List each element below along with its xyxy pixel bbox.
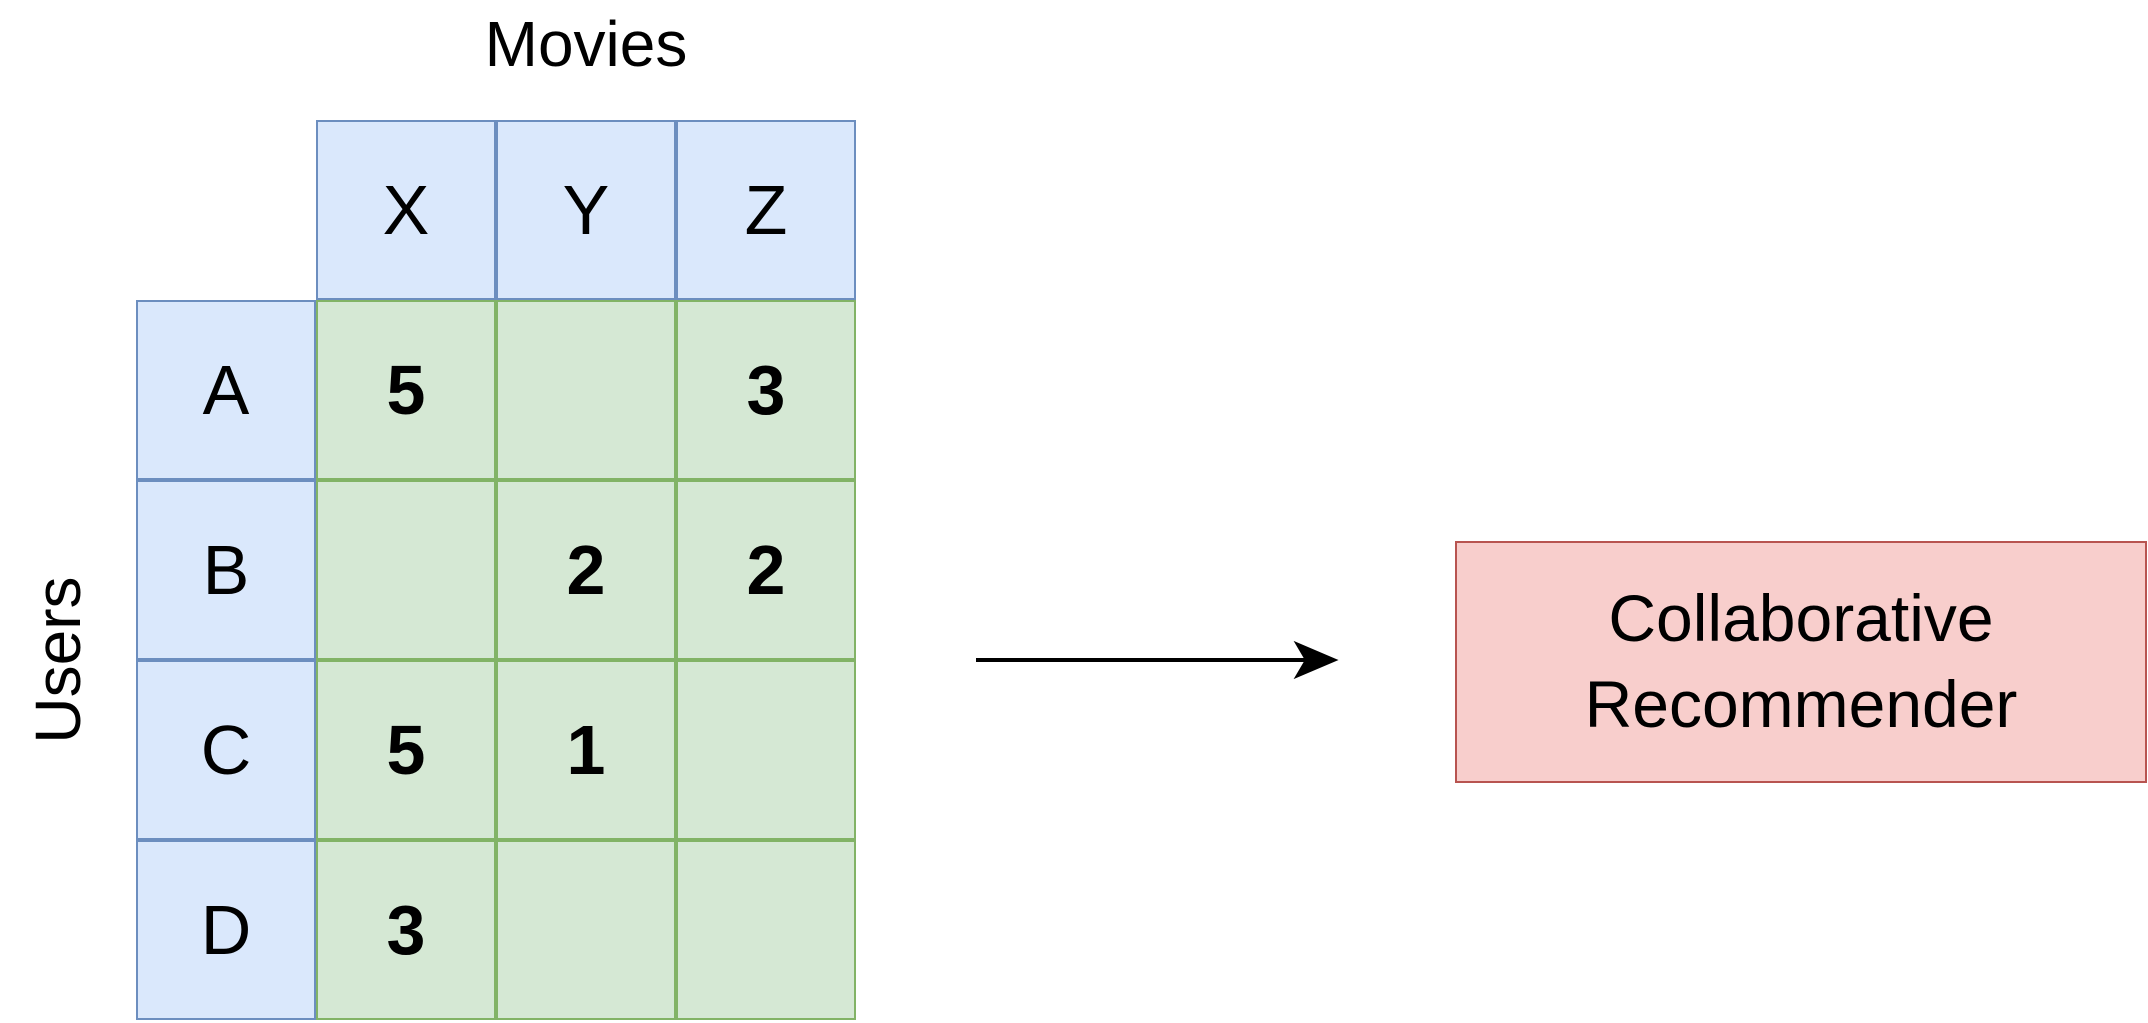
rating-cell-b-z: 2 [676,480,856,660]
recommender-label-line-1: Collaborative [1608,581,1994,656]
rating-cell-d-z [676,840,856,1020]
user-header-d: D [136,840,316,1020]
rating-cell-c-z [676,660,856,840]
rating-cell-d-y [496,840,676,1020]
user-header-b: B [136,480,316,660]
movies-axis-title: Movies [484,8,688,80]
recommender-label-line-2: Recommender [1584,667,2018,741]
flow-arrow-icon [976,640,1339,680]
rating-cell-b-x [316,480,496,660]
rating-cell-d-x: 3 [316,840,496,1020]
collaborative-recommender-box: Collaborative Recommender [1455,541,2147,783]
user-header-a: A [136,300,316,480]
users-axis-title: Users [22,576,94,744]
movie-header-y: Y [496,120,676,300]
arrow-head [1293,640,1339,680]
rating-cell-c-x: 5 [316,660,496,840]
rating-cell-c-y: 1 [496,660,676,840]
user-header-c: C [136,660,316,840]
rating-cell-a-x: 5 [316,300,496,480]
movie-header-x: X [316,120,496,300]
rating-cell-a-y [496,300,676,480]
rating-cell-b-y: 2 [496,480,676,660]
rating-cell-a-z: 3 [676,300,856,480]
movie-header-z: Z [676,120,856,300]
